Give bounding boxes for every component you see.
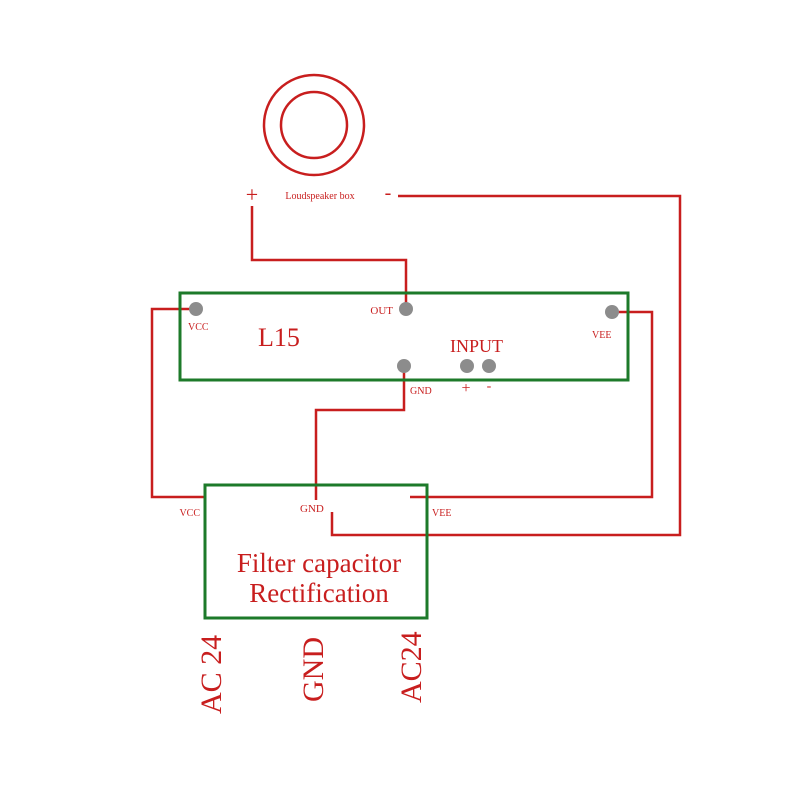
- wire-vee: [410, 310, 654, 499]
- psu-gnd-label: GND: [300, 503, 324, 515]
- wire-vcc: [150, 307, 205, 499]
- psu-line2: Rectification: [249, 578, 389, 608]
- psu-vee-label: VEE: [432, 508, 451, 519]
- amp-out-label: OUT: [370, 305, 393, 317]
- pin-input-plus: [460, 359, 474, 373]
- wire-speaker-minus: [330, 194, 682, 537]
- wires: [150, 194, 682, 537]
- wire-gnd: [314, 366, 406, 500]
- amp-gnd-label: GND: [410, 386, 432, 397]
- pin-input-minus: [482, 359, 496, 373]
- amp-vee-label: VEE: [592, 330, 611, 341]
- amp-name: L15: [258, 323, 300, 352]
- supply-gnd-label: GND: [297, 637, 330, 702]
- supply-ac2-label: AC24: [395, 631, 428, 703]
- psu-line1: Filter capacitor: [237, 548, 401, 578]
- speaker-minus-label: -: [385, 182, 392, 204]
- amp-input-plus-label: +: [461, 380, 470, 397]
- wire-speaker-plus-out: [250, 206, 408, 309]
- pin-vcc: [189, 302, 203, 316]
- speaker-label: Loudspeaker box: [285, 191, 354, 202]
- speaker-plus-label: +: [246, 182, 258, 207]
- pin-vee: [605, 305, 619, 319]
- pin-gnd: [397, 359, 411, 373]
- pin-out: [399, 302, 413, 316]
- supply-ac1-label: AC 24: [195, 635, 228, 714]
- amp-input-minus-label: -: [487, 379, 492, 394]
- amp-input-label: INPUT: [450, 336, 503, 356]
- loudspeaker-icon: [262, 73, 366, 177]
- psu-vcc-label: VCC: [179, 508, 200, 519]
- amp-vcc-label: VCC: [188, 322, 209, 333]
- amplifier-module: [178, 291, 630, 382]
- power-supply-module: [203, 483, 429, 620]
